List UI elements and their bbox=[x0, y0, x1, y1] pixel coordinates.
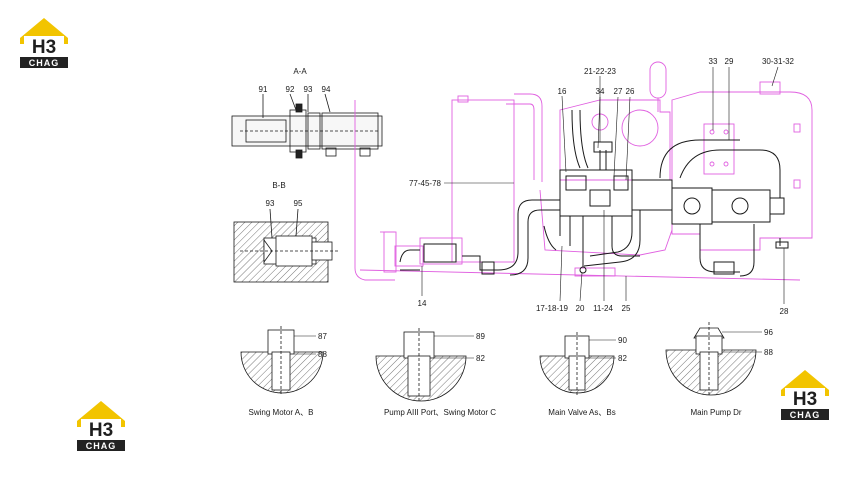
detail-4-top-label: 96 bbox=[764, 328, 773, 337]
label-21-22-23: 21-22-23 bbox=[584, 67, 617, 76]
detail-main-pump-dr bbox=[665, 322, 762, 396]
label-14: 14 bbox=[418, 299, 427, 308]
label-34: 34 bbox=[596, 87, 605, 96]
detail-1-bottom-label: 88 bbox=[318, 350, 327, 359]
logo-text: CHAG bbox=[790, 410, 821, 420]
label-93: 93 bbox=[304, 85, 313, 94]
detail-1-caption: Swing Motor A、B bbox=[249, 408, 314, 417]
label-95: 95 bbox=[294, 199, 303, 208]
label-11-24: 11-24 bbox=[593, 304, 613, 313]
label-20: 20 bbox=[576, 304, 585, 313]
detail-3-top-label: 90 bbox=[618, 336, 627, 345]
logo-bottom-right: H3 CHAG bbox=[781, 370, 829, 420]
main-leaders bbox=[421, 66, 785, 304]
label-33: 33 bbox=[709, 57, 718, 66]
label-27: 27 bbox=[614, 87, 623, 96]
label-93-b: 93 bbox=[266, 199, 275, 208]
label-94: 94 bbox=[322, 85, 331, 94]
label-28: 28 bbox=[780, 307, 789, 316]
label-77-45-78: 77-45-78 bbox=[409, 179, 442, 188]
detail-2-caption: Pump AIII Port、Swing Motor C bbox=[384, 408, 496, 417]
label-16: 16 bbox=[558, 87, 567, 96]
detail-swing-motor-ab bbox=[240, 326, 324, 396]
label-25: 25 bbox=[622, 304, 631, 313]
piping bbox=[399, 109, 789, 277]
logo-mark: H3 bbox=[793, 389, 817, 410]
detail-pump-aiii-port bbox=[375, 328, 474, 402]
label-92: 92 bbox=[286, 85, 295, 94]
logo-bottom-left: H3 CHAG bbox=[77, 401, 125, 451]
logo-text: CHAG bbox=[29, 58, 60, 68]
label-30-31-32: 30-31-32 bbox=[762, 57, 795, 66]
detail-4-bottom-label: 88 bbox=[764, 348, 773, 357]
detail-3-caption: Main Valve As、Bs bbox=[548, 408, 615, 417]
section-b-b-title: B-B bbox=[272, 181, 285, 190]
detail-2-top-label: 89 bbox=[476, 332, 485, 341]
logo-mark: H3 bbox=[32, 37, 56, 58]
detail-4-caption: Main Pump Dr bbox=[690, 408, 741, 417]
detail-3-bottom-label: 82 bbox=[618, 354, 627, 363]
detail-1-top-label: 87 bbox=[318, 332, 327, 341]
logo-text: CHAG bbox=[86, 441, 117, 451]
label-17-18-19: 17-18-19 bbox=[536, 304, 569, 313]
section-a-a: A-A bbox=[231, 67, 383, 159]
label-91: 91 bbox=[259, 85, 268, 94]
detail-main-valve bbox=[539, 332, 616, 396]
section-b-b: B-B bbox=[233, 181, 338, 283]
detail-2-bottom-label: 82 bbox=[476, 354, 485, 363]
label-26: 26 bbox=[626, 87, 635, 96]
logo-top-left: H3 CHAG bbox=[20, 18, 68, 68]
label-29: 29 bbox=[725, 57, 734, 66]
logo-mark: H3 bbox=[89, 420, 113, 441]
section-a-a-title: A-A bbox=[293, 67, 307, 76]
